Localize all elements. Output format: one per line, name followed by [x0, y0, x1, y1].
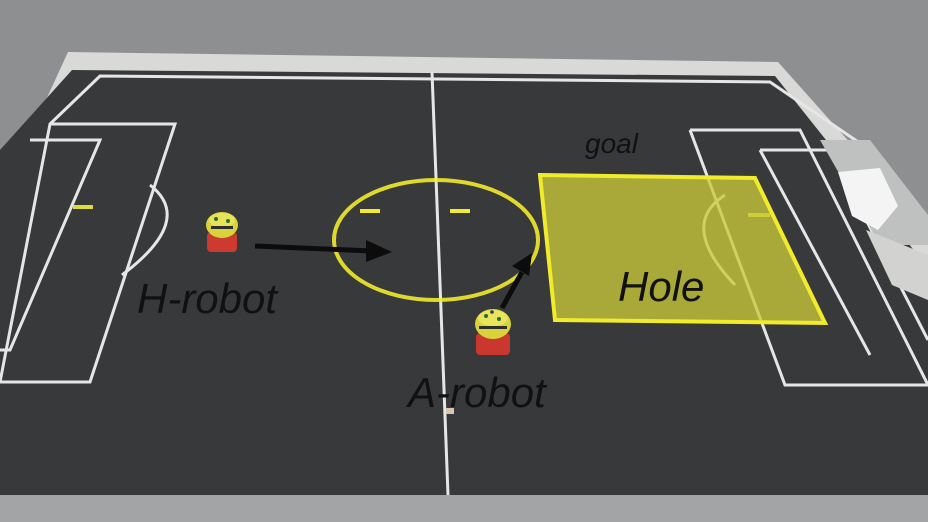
h-robot-label: H-robot	[137, 275, 278, 322]
left-penalty-mark	[73, 205, 93, 209]
arrow-a-robot	[499, 253, 532, 310]
arrow-h-robot	[254, 240, 392, 262]
h-robot	[206, 212, 238, 252]
center-line-marker	[446, 408, 454, 414]
center-mark-right	[450, 209, 470, 213]
a-robot-label: A-robot	[408, 369, 546, 416]
center-mark-left	[360, 209, 380, 213]
floor-foreground	[0, 495, 928, 522]
center-circle	[332, 178, 540, 302]
a-robot	[475, 309, 511, 355]
goal-label: goal	[585, 128, 638, 159]
hole-label: Hole	[618, 263, 705, 310]
goal-box-object	[838, 168, 898, 230]
goal-side-wall	[866, 230, 928, 300]
hole-area	[537, 172, 829, 326]
